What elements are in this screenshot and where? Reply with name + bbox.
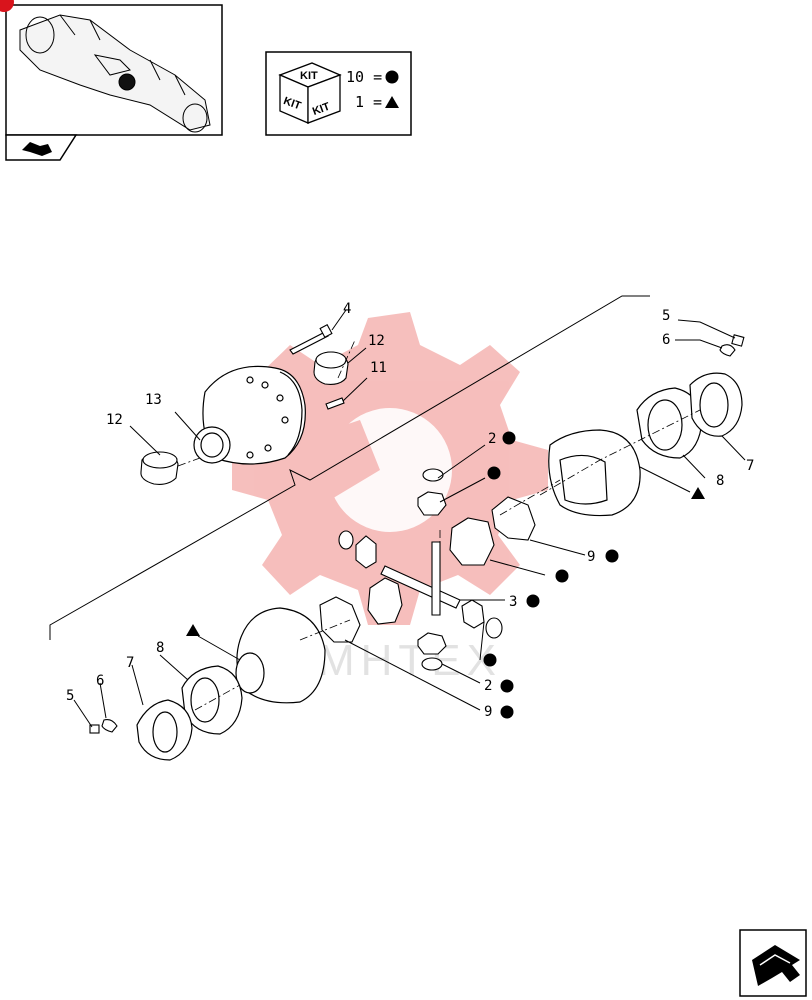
callout-8-right: 8 <box>716 473 724 489</box>
overview-thumbnail[interactable] <box>0 0 223 161</box>
pinion-gear-upper <box>417 491 447 516</box>
pinion-gear-left <box>355 535 377 569</box>
callout-9-lower: 9 <box>484 704 492 720</box>
kit-label-right: KIT <box>311 101 332 118</box>
legend-circle-icon <box>385 70 399 84</box>
bearing-8-right <box>636 387 703 459</box>
pinion-gear-right <box>461 599 485 629</box>
callout-11: 11 <box>370 360 387 376</box>
marker-triangle-right <box>691 487 705 499</box>
legend-qty-kit: 10 = <box>346 68 382 86</box>
washer-right <box>485 617 503 639</box>
leader-lines <box>73 309 746 728</box>
marker-circle-side-gear <box>555 569 569 583</box>
marker-circle-pinion-lower <box>483 653 497 667</box>
marker-circle-2-upper <box>502 431 516 445</box>
overview-marker-icon <box>0 0 14 12</box>
bushing-12-upper <box>313 351 349 385</box>
callout-6-right: 6 <box>662 332 670 348</box>
marker-circle-2-lower <box>500 679 514 693</box>
bolt-4 <box>289 323 333 355</box>
next-page-arrow-icon <box>752 945 800 986</box>
kit-cube-icon <box>278 62 342 124</box>
callout-2-lower: 2 <box>484 678 492 694</box>
kit-markers <box>186 431 705 719</box>
cross-shaft-3b <box>431 541 441 616</box>
callout-3: 3 <box>509 594 517 610</box>
side-gear-lower <box>367 577 403 625</box>
gasket-9-lower <box>319 596 361 643</box>
bolt-5-left <box>89 719 118 734</box>
callout-13: 13 <box>145 392 162 408</box>
washer-2-upper <box>422 468 444 482</box>
gasket-9-upper <box>491 496 536 541</box>
bushing-12-lower <box>140 451 179 485</box>
callout-9-upper: 9 <box>587 549 595 565</box>
callout-12-upper: 12 <box>368 333 385 349</box>
side-gear-upper <box>449 517 495 566</box>
marker-circle-3 <box>526 594 540 608</box>
marker-circle-9-lower <box>500 705 514 719</box>
legend-qty-single: 1 = <box>355 93 382 111</box>
bolt-5-right <box>719 334 745 357</box>
pinion-gear-lower <box>417 632 447 655</box>
callout-7-left: 7 <box>126 655 134 671</box>
callout-8-left: 8 <box>156 640 164 656</box>
kit-label-left: KIT <box>282 95 303 112</box>
callout-12-lower: 12 <box>106 412 123 428</box>
assembly-axes <box>177 339 701 711</box>
callout-6-left: 6 <box>96 673 104 689</box>
vehicle-icon <box>22 142 52 156</box>
washer-2-lower <box>421 657 443 671</box>
ring-7-left <box>136 699 193 761</box>
upper-housing <box>193 365 306 465</box>
centre-parts <box>319 468 536 671</box>
callout-5-right: 5 <box>662 308 670 324</box>
callout-2-upper: 2 <box>488 431 496 447</box>
washer-left <box>338 530 354 550</box>
marker-circle-9-upper <box>605 549 619 563</box>
kit-legend: KIT KIT KIT 10 = 1 = <box>265 51 412 136</box>
watermark-text: MHTEX <box>318 636 502 685</box>
next-page-button[interactable] <box>739 929 807 997</box>
callout-5-left: 5 <box>66 688 74 704</box>
legend-triangle-icon <box>385 96 399 108</box>
lower-housing <box>235 607 326 704</box>
marker-triangle-left <box>186 624 200 636</box>
kit-label-top: KIT <box>300 70 318 82</box>
callout-7-right: 7 <box>746 458 754 474</box>
bearing-8-left <box>181 665 243 735</box>
right-housing <box>548 429 641 517</box>
assembly-frame <box>49 295 650 640</box>
ring-7-right <box>689 372 743 437</box>
callout-4: 4 <box>343 301 351 317</box>
marker-circle-pinion-upper <box>487 466 501 480</box>
callout-labels: 4 12 11 13 12 2 5 6 7 8 9 3 2 9 8 7 6 5 <box>66 301 754 720</box>
pin-11 <box>325 397 345 410</box>
axle-overview-icon <box>19 14 211 133</box>
